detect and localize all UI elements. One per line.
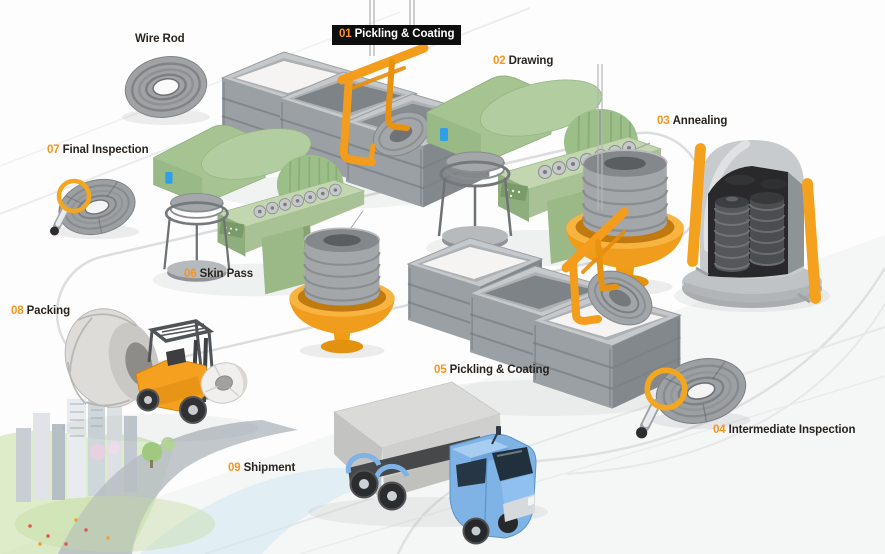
station-number: 04 bbox=[713, 424, 726, 436]
forklift-coil bbox=[200, 362, 248, 404]
station-label-wire-rod: Wire Rod bbox=[135, 33, 185, 46]
station-number: 02 bbox=[493, 55, 506, 67]
station-number: 07 bbox=[47, 144, 60, 156]
station-08-packing bbox=[62, 308, 258, 442]
station-name: Annealing bbox=[672, 115, 728, 127]
station-number: 03 bbox=[657, 115, 670, 127]
city-buildings bbox=[16, 387, 137, 502]
wire-rod-coil bbox=[122, 56, 210, 125]
station-name: Pickling & Coating bbox=[449, 364, 550, 376]
annealing-furnace bbox=[674, 140, 830, 312]
city-road bbox=[58, 420, 298, 554]
furnace-coils bbox=[714, 175, 788, 272]
furnace-posts bbox=[687, 143, 822, 304]
city-illustration bbox=[0, 387, 420, 554]
station-name: Wire Rod bbox=[135, 33, 185, 45]
station-number: 06 bbox=[184, 268, 197, 280]
station-name: Intermediate Inspection bbox=[728, 424, 856, 436]
station-name: Final Inspection bbox=[62, 144, 149, 156]
station-name: Shipment bbox=[243, 462, 296, 474]
station-05-crane-hook bbox=[561, 64, 653, 326]
coil-bowl-skin-pass bbox=[288, 227, 396, 360]
station-name: Pickling & Coating bbox=[354, 28, 455, 40]
station-number: 09 bbox=[228, 462, 241, 474]
station-name: Drawing bbox=[508, 55, 554, 67]
station-number: 05 bbox=[434, 364, 447, 376]
station-number: 08 bbox=[11, 305, 24, 317]
station-name: Skin Pass bbox=[199, 268, 254, 280]
station-number: 01 bbox=[339, 28, 352, 40]
station-07-inspection bbox=[50, 170, 142, 244]
station-name: Packing bbox=[26, 305, 71, 317]
city-water bbox=[140, 466, 420, 554]
shipment-truck bbox=[308, 381, 548, 545]
forklift bbox=[135, 319, 248, 424]
